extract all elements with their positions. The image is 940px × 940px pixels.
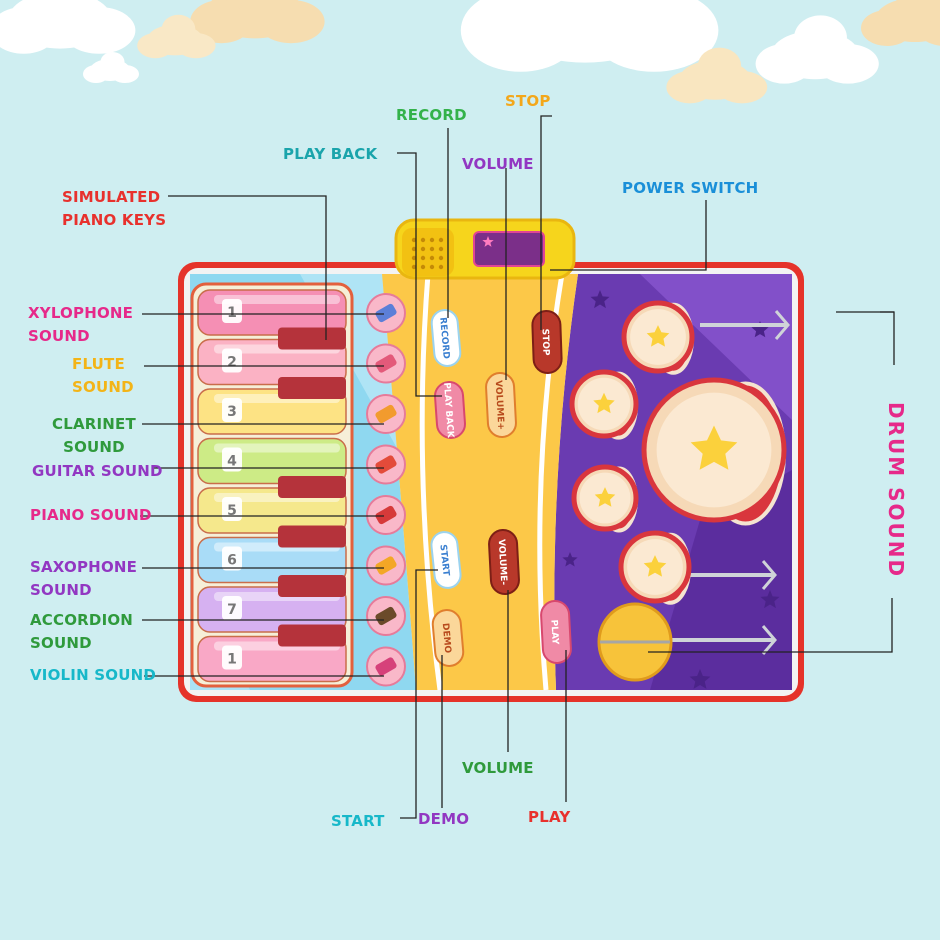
piano-key-number: 5 bbox=[227, 503, 237, 519]
label-simulated-piano-keys: SIMULATED PIANO KEYS bbox=[62, 188, 167, 229]
cloud-icon bbox=[861, 0, 940, 46]
label-flute-sound: FLUTE SOUND bbox=[72, 355, 134, 396]
play-button: PLAY bbox=[540, 600, 572, 664]
record-button: RECORD bbox=[430, 309, 462, 367]
xylophone-icon bbox=[375, 303, 397, 323]
black-key bbox=[278, 575, 346, 597]
label-xylophone-sound: XYLOPHONE SOUND bbox=[28, 304, 134, 345]
star-icon bbox=[751, 321, 769, 338]
label-record: RECORD bbox=[396, 106, 467, 124]
label-start: START bbox=[331, 812, 385, 830]
saxophone-icon bbox=[375, 556, 397, 575]
guitar-icon bbox=[375, 455, 397, 474]
svg-text:VOLUME+: VOLUME+ bbox=[493, 380, 506, 430]
black-key bbox=[278, 624, 346, 647]
leader-line bbox=[400, 569, 438, 819]
label-guitar-sound: GUITAR SOUND bbox=[32, 462, 163, 480]
label-demo: DEMO bbox=[418, 810, 470, 828]
label-volume-bottom: VOLUME bbox=[462, 759, 534, 777]
demo-button: DEMO bbox=[431, 609, 465, 667]
leader-lines bbox=[140, 115, 895, 819]
star-icon bbox=[593, 392, 615, 414]
label-power-switch: POWER SWITCH bbox=[622, 179, 759, 197]
volume-down-button: VOLUME- bbox=[488, 529, 520, 595]
piano-icon bbox=[375, 505, 397, 525]
label-violin-sound: VIOLIN SOUND bbox=[30, 666, 156, 684]
svg-text:PLAY: PLAY bbox=[548, 619, 559, 645]
star-icon bbox=[482, 236, 494, 247]
star-icon bbox=[646, 325, 670, 347]
black-key bbox=[278, 327, 346, 350]
svg-text:START: START bbox=[437, 544, 450, 577]
drum-icon bbox=[621, 300, 695, 375]
piano-key-number: 6 bbox=[227, 553, 237, 569]
piano-key-number: 1 bbox=[227, 652, 237, 668]
black-key bbox=[278, 476, 346, 498]
svg-text:VOLUME-: VOLUME- bbox=[496, 539, 508, 586]
label-volume-top: VOLUME bbox=[462, 155, 534, 173]
label-play-back: PLAY BACK bbox=[283, 145, 378, 163]
volume-up-button: VOLUME+ bbox=[485, 372, 517, 438]
drum-icon bbox=[571, 464, 639, 533]
black-key bbox=[278, 525, 346, 548]
start-button: START bbox=[430, 531, 462, 589]
violin-icon bbox=[375, 657, 397, 676]
black-key bbox=[278, 377, 346, 399]
label-saxophone-sound: SAXOPHONE SOUND bbox=[30, 558, 138, 599]
leader-line bbox=[540, 115, 552, 330]
clarinet-icon bbox=[375, 404, 397, 424]
piano-key-number: 7 bbox=[227, 602, 237, 618]
star-icon bbox=[594, 487, 616, 507]
leader-line bbox=[168, 195, 327, 340]
stop-button: STOP bbox=[531, 310, 563, 374]
cloud-icon bbox=[755, 15, 879, 84]
cloud-icon bbox=[137, 14, 216, 59]
svg-text:DEMO: DEMO bbox=[440, 623, 453, 654]
label-accordion-sound: ACCORDION SOUND bbox=[30, 611, 134, 652]
star-icon bbox=[562, 552, 578, 567]
drum-icon bbox=[618, 530, 692, 605]
label-clarinet-sound: CLARINET SOUND bbox=[52, 415, 136, 456]
svg-text:PLAY BACK: PLAY BACK bbox=[441, 382, 455, 439]
drum-icon bbox=[641, 377, 787, 526]
piano-key-number: 1 bbox=[227, 305, 237, 321]
logo-badge bbox=[473, 231, 545, 267]
label-piano-sound: PIANO SOUND bbox=[30, 506, 152, 524]
cloud-icon bbox=[666, 47, 768, 104]
svg-text:RECORD: RECORD bbox=[437, 317, 451, 359]
piano-key-number: 2 bbox=[227, 355, 237, 371]
drum-icon bbox=[569, 369, 639, 440]
star-icon bbox=[590, 290, 610, 309]
piano-key-number: 3 bbox=[227, 404, 237, 420]
star-icon bbox=[689, 669, 711, 689]
label-stop: STOP bbox=[505, 92, 551, 110]
svg-text:STOP: STOP bbox=[540, 328, 551, 356]
label-play: PLAY bbox=[528, 808, 571, 826]
cymbal-icon bbox=[597, 602, 673, 682]
label-drum-sound: DRUM SOUND bbox=[884, 402, 908, 579]
star-icon bbox=[760, 590, 780, 609]
cloud-icon bbox=[83, 52, 139, 83]
piano-key-number: 4 bbox=[227, 454, 237, 470]
flute-icon bbox=[375, 354, 397, 373]
cloud-icon bbox=[0, 0, 136, 54]
leader-line bbox=[880, 311, 895, 365]
leader-line bbox=[397, 152, 442, 397]
cloud-icon bbox=[190, 0, 325, 44]
star-icon bbox=[690, 425, 738, 470]
speaker-icon bbox=[402, 228, 454, 276]
play-back-button: PLAY BACK bbox=[434, 381, 466, 439]
leader-line bbox=[648, 598, 893, 653]
star-icon bbox=[643, 555, 667, 577]
cloud-icon bbox=[460, 0, 719, 72]
leader-line bbox=[550, 200, 707, 271]
